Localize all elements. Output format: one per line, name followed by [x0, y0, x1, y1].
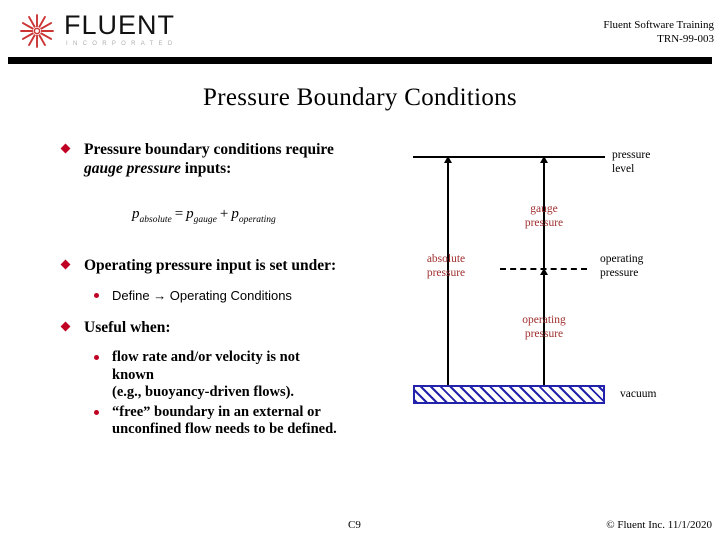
slide-number: C9 — [348, 519, 361, 531]
training-course-code: TRN-99-003 — [657, 33, 714, 45]
logo-wordmark: FLUENT — [64, 10, 176, 40]
label-operating-pressure-middle: operating pressure — [502, 313, 586, 341]
fluent-starburst-icon — [20, 14, 54, 48]
operating-pressure-reference-line — [500, 268, 587, 270]
bullet-text-line1: Pressure boundary conditions require — [84, 141, 334, 158]
subbullet-text-line2: unconfined flow needs to be defined. — [112, 421, 337, 437]
diamond-bullet-icon — [60, 143, 71, 154]
label-absolute-pressure-line1: absolute — [426, 253, 466, 265]
bullet-item-operating-pressure: Operating pressure input is set under: — [54, 256, 404, 275]
equation-absolute-pressure: pabsolute=pgauge+poperating — [132, 206, 276, 225]
diamond-bullet-icon — [60, 259, 71, 270]
subbullet-text: Define → Operating Conditions — [112, 288, 292, 303]
dot-bullet-icon — [94, 355, 99, 360]
header-training-info: Fluent Software Training TRN-99-003 — [603, 18, 714, 46]
gauge-pressure-arrowhead-icon — [540, 156, 548, 163]
label-operating-pressure-right: operating pressure — [600, 252, 643, 280]
absolute-pressure-axis — [447, 162, 449, 386]
absolute-pressure-arrowhead-icon — [444, 156, 452, 163]
label-operating-pressure-right-line2: pressure — [600, 267, 639, 279]
equation-term2-base: p — [231, 206, 239, 222]
equation-term1-sub: gauge — [193, 215, 217, 225]
pressure-level-line — [413, 156, 605, 158]
label-operating-pressure-middle-line1: operating — [522, 314, 566, 326]
equation-equals: = — [174, 206, 184, 222]
label-operating-pressure-right-line1: operating — [600, 253, 644, 265]
bullet-item-useful-when: Useful when: — [54, 318, 404, 337]
label-absolute-pressure: absolute pressure — [404, 252, 488, 280]
label-gauge-pressure-line2: pressure — [524, 217, 564, 229]
bullet-text-tail: inputs: — [180, 160, 232, 177]
label-pressure-level-line2: level — [612, 163, 635, 175]
diamond-bullet-icon — [60, 321, 71, 332]
label-absolute-pressure-line2: pressure — [426, 267, 466, 279]
bullet-text: Useful when: — [84, 319, 171, 336]
subbullet-free-boundary: “free” boundary in an external or unconf… — [54, 404, 404, 439]
subbullet-text-line3: (e.g., buoyancy-driven flows). — [112, 384, 295, 400]
equation-lhs-base: p — [132, 206, 140, 222]
equation-lhs-sub: absolute — [139, 215, 172, 225]
label-gauge-pressure: gauge pressure — [502, 202, 586, 230]
fluent-logo: FLUENT INCORPORATED — [18, 8, 198, 52]
dot-bullet-icon — [94, 409, 99, 415]
header-divider — [8, 57, 712, 64]
bullet-text: Operating pressure input is set under: — [84, 257, 337, 274]
label-pressure-level: pressure level — [612, 148, 650, 176]
subbullet-text-line2: known — [112, 366, 154, 383]
equation-term2-sub: operating — [238, 215, 276, 225]
vacuum-region — [413, 385, 605, 404]
subbullet-text-line1: “free” boundary in an external or — [112, 403, 321, 420]
equation-term1-base: p — [186, 206, 194, 222]
label-gauge-pressure-line1: gauge — [530, 203, 558, 215]
subbullet-define-operating-conditions: Define → Operating Conditions — [54, 287, 404, 304]
label-vacuum: vacuum — [620, 388, 657, 400]
equation-plus: + — [219, 206, 229, 222]
pressure-scale-diagram: pressure level gauge pressure absolute p… — [400, 140, 720, 420]
copyright-notice: © Fluent Inc. 11/1/2020 — [606, 519, 712, 531]
page-title: Pressure Boundary Conditions — [203, 84, 517, 111]
subbullet-text-line1: flow rate and/or velocity is not — [112, 349, 300, 365]
logo-subtitle: INCORPORATED — [66, 41, 178, 47]
subbullet-flow-rate-unknown: flow rate and/or velocity is not known (… — [54, 349, 404, 402]
label-operating-pressure-middle-line2: pressure — [524, 328, 564, 340]
bullet-list: Pressure boundary conditions require gau… — [54, 140, 404, 439]
operating-pressure-arrowhead-icon — [540, 268, 548, 275]
training-course-name: Fluent Software Training — [603, 19, 714, 31]
label-pressure-level-line1: pressure — [612, 149, 651, 161]
bullet-item-pressure-bc: Pressure boundary conditions require gau… — [54, 140, 404, 178]
bullet-text-italic: gauge pressure — [84, 160, 181, 177]
dot-bullet-icon — [94, 293, 99, 298]
